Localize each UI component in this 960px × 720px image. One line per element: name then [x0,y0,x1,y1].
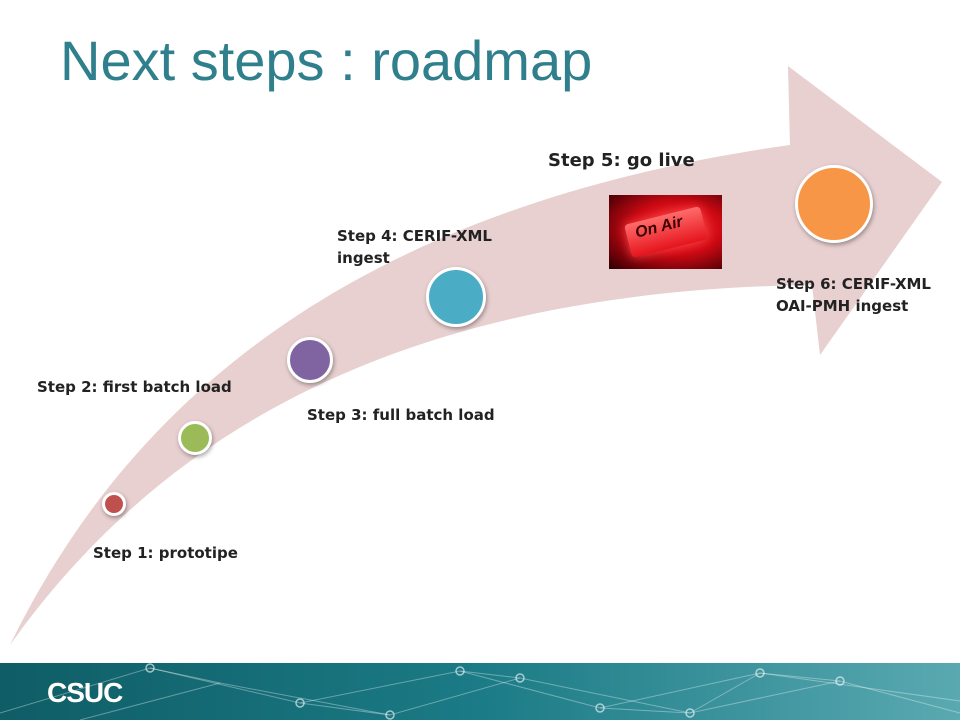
step-3-circle [287,337,333,383]
on-air-image: On Air [609,195,722,269]
step-2-circle [178,421,212,455]
step-4-label: Step 4: CERIF-XML ingest [337,227,492,267]
step-3-label: Step 3: full batch load [307,406,495,424]
footer-band [0,663,960,720]
step-6-circle [795,165,873,243]
step-6-label: Step 6: CERIF-XML OAI-PMH ingest [776,275,931,315]
step-4-circle [426,267,486,327]
csuc-logo: CSUC [47,677,123,708]
step-1-circle [102,492,126,516]
network-pattern-icon [0,663,960,720]
step-5-label: Step 5: go live [548,150,695,171]
step-2-label: Step 2: first batch load [37,378,232,396]
page-title: Next steps : roadmap [60,29,593,92]
step-1-label: Step 1: prototipe [93,544,238,562]
